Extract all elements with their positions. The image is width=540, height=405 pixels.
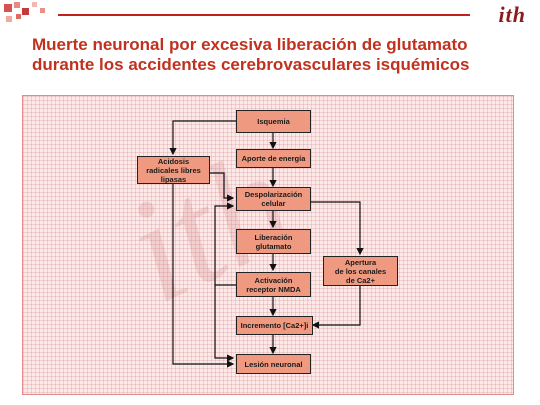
node-liberacion-glutamato: Liberación glutamato	[236, 229, 311, 254]
title-line-1: Muerte neuronal por excesiva liberación …	[32, 35, 468, 54]
node-apertura-canales: Apertura de los canales de Ca2+	[323, 256, 398, 286]
title-line-2: durante los accidentes cerebrovasculares…	[32, 55, 470, 74]
node-aporte-energia: Aporte de energía	[236, 149, 311, 168]
title-rule	[58, 14, 470, 16]
node-despolarizacion-label: Despolarización celular	[244, 190, 303, 208]
node-incremento-label: Incremento [Ca2+]i	[240, 321, 309, 330]
node-apertura-label: Apertura de los canales de Ca2+	[334, 257, 387, 285]
node-aporte-label: Aporte de energía	[241, 154, 306, 163]
node-despolarizacion: Despolarización celular	[236, 187, 311, 211]
node-isquemia-label: Isquemia	[257, 117, 290, 126]
ith-logo: ith	[498, 2, 526, 27]
node-liberacion-label: Liberación glutamato	[254, 232, 293, 251]
node-incremento-calcio: Incremento [Ca2+]i	[236, 316, 313, 335]
node-acidosis: Acidosis radicales libres lipasas	[137, 156, 210, 184]
node-lesion-neuronal: Lesión neuronal	[236, 354, 311, 374]
corner-decoration	[0, 0, 60, 30]
node-lesion-label: Lesión neuronal	[244, 359, 303, 369]
node-activacion-label: Activación receptor NMDA	[246, 275, 301, 294]
node-isquemia: Isquemia	[236, 110, 311, 133]
node-activacion-nmda: Activación receptor NMDA	[236, 272, 311, 297]
page-title: Muerte neuronal por excesiva liberación …	[32, 35, 522, 75]
node-acidosis-label: Acidosis radicales libres lipasas	[146, 156, 201, 184]
